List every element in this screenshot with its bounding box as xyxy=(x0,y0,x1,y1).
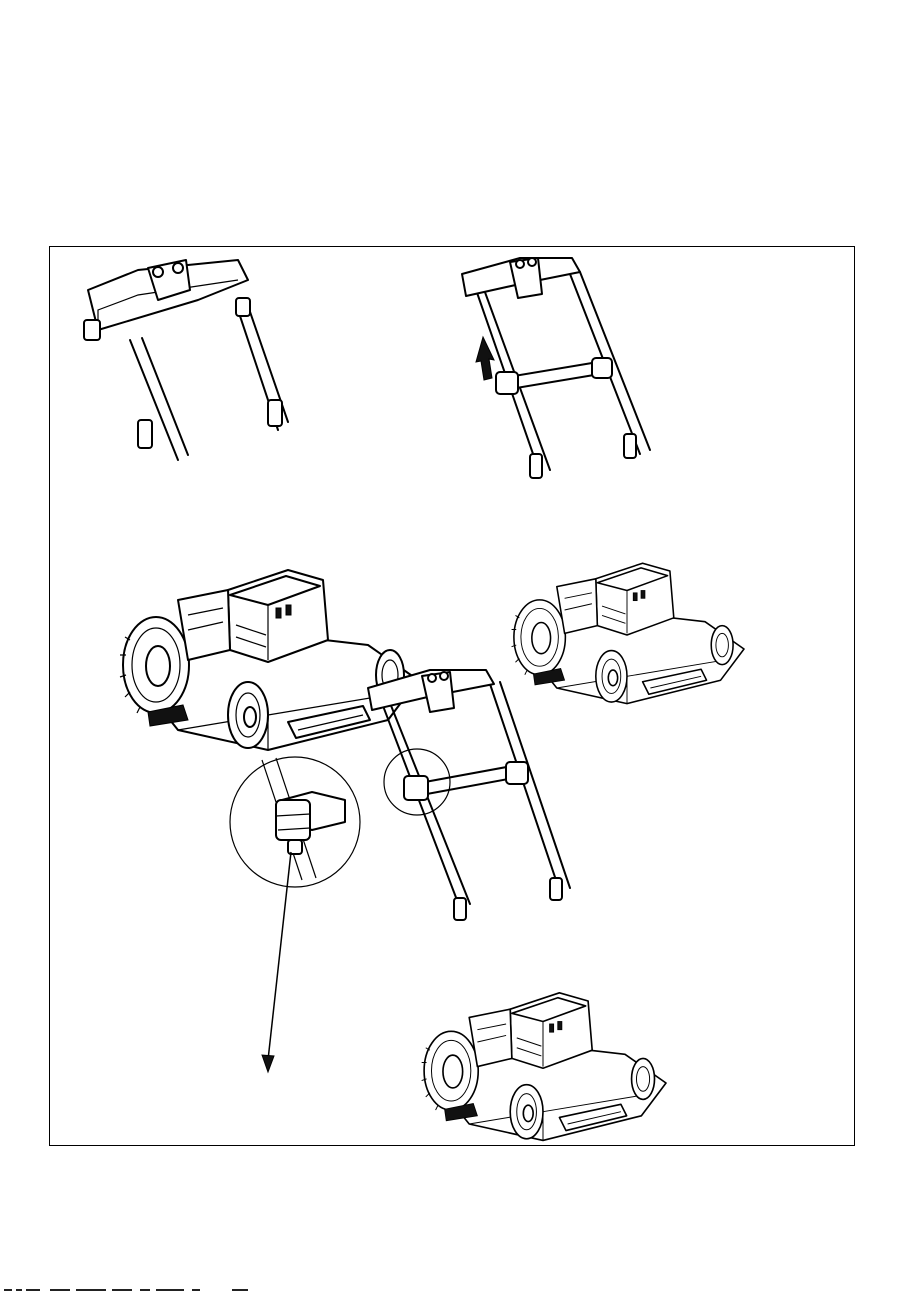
mower-raised-illustration xyxy=(462,258,744,704)
arrow-down-icon xyxy=(262,852,291,1072)
mower-folded-illustration xyxy=(84,260,418,750)
mower-locked-illustration xyxy=(368,670,666,1140)
magnifier-detail-icon xyxy=(230,757,360,887)
footer-scan-marks xyxy=(0,1287,260,1293)
arrow-up-icon xyxy=(476,337,494,380)
